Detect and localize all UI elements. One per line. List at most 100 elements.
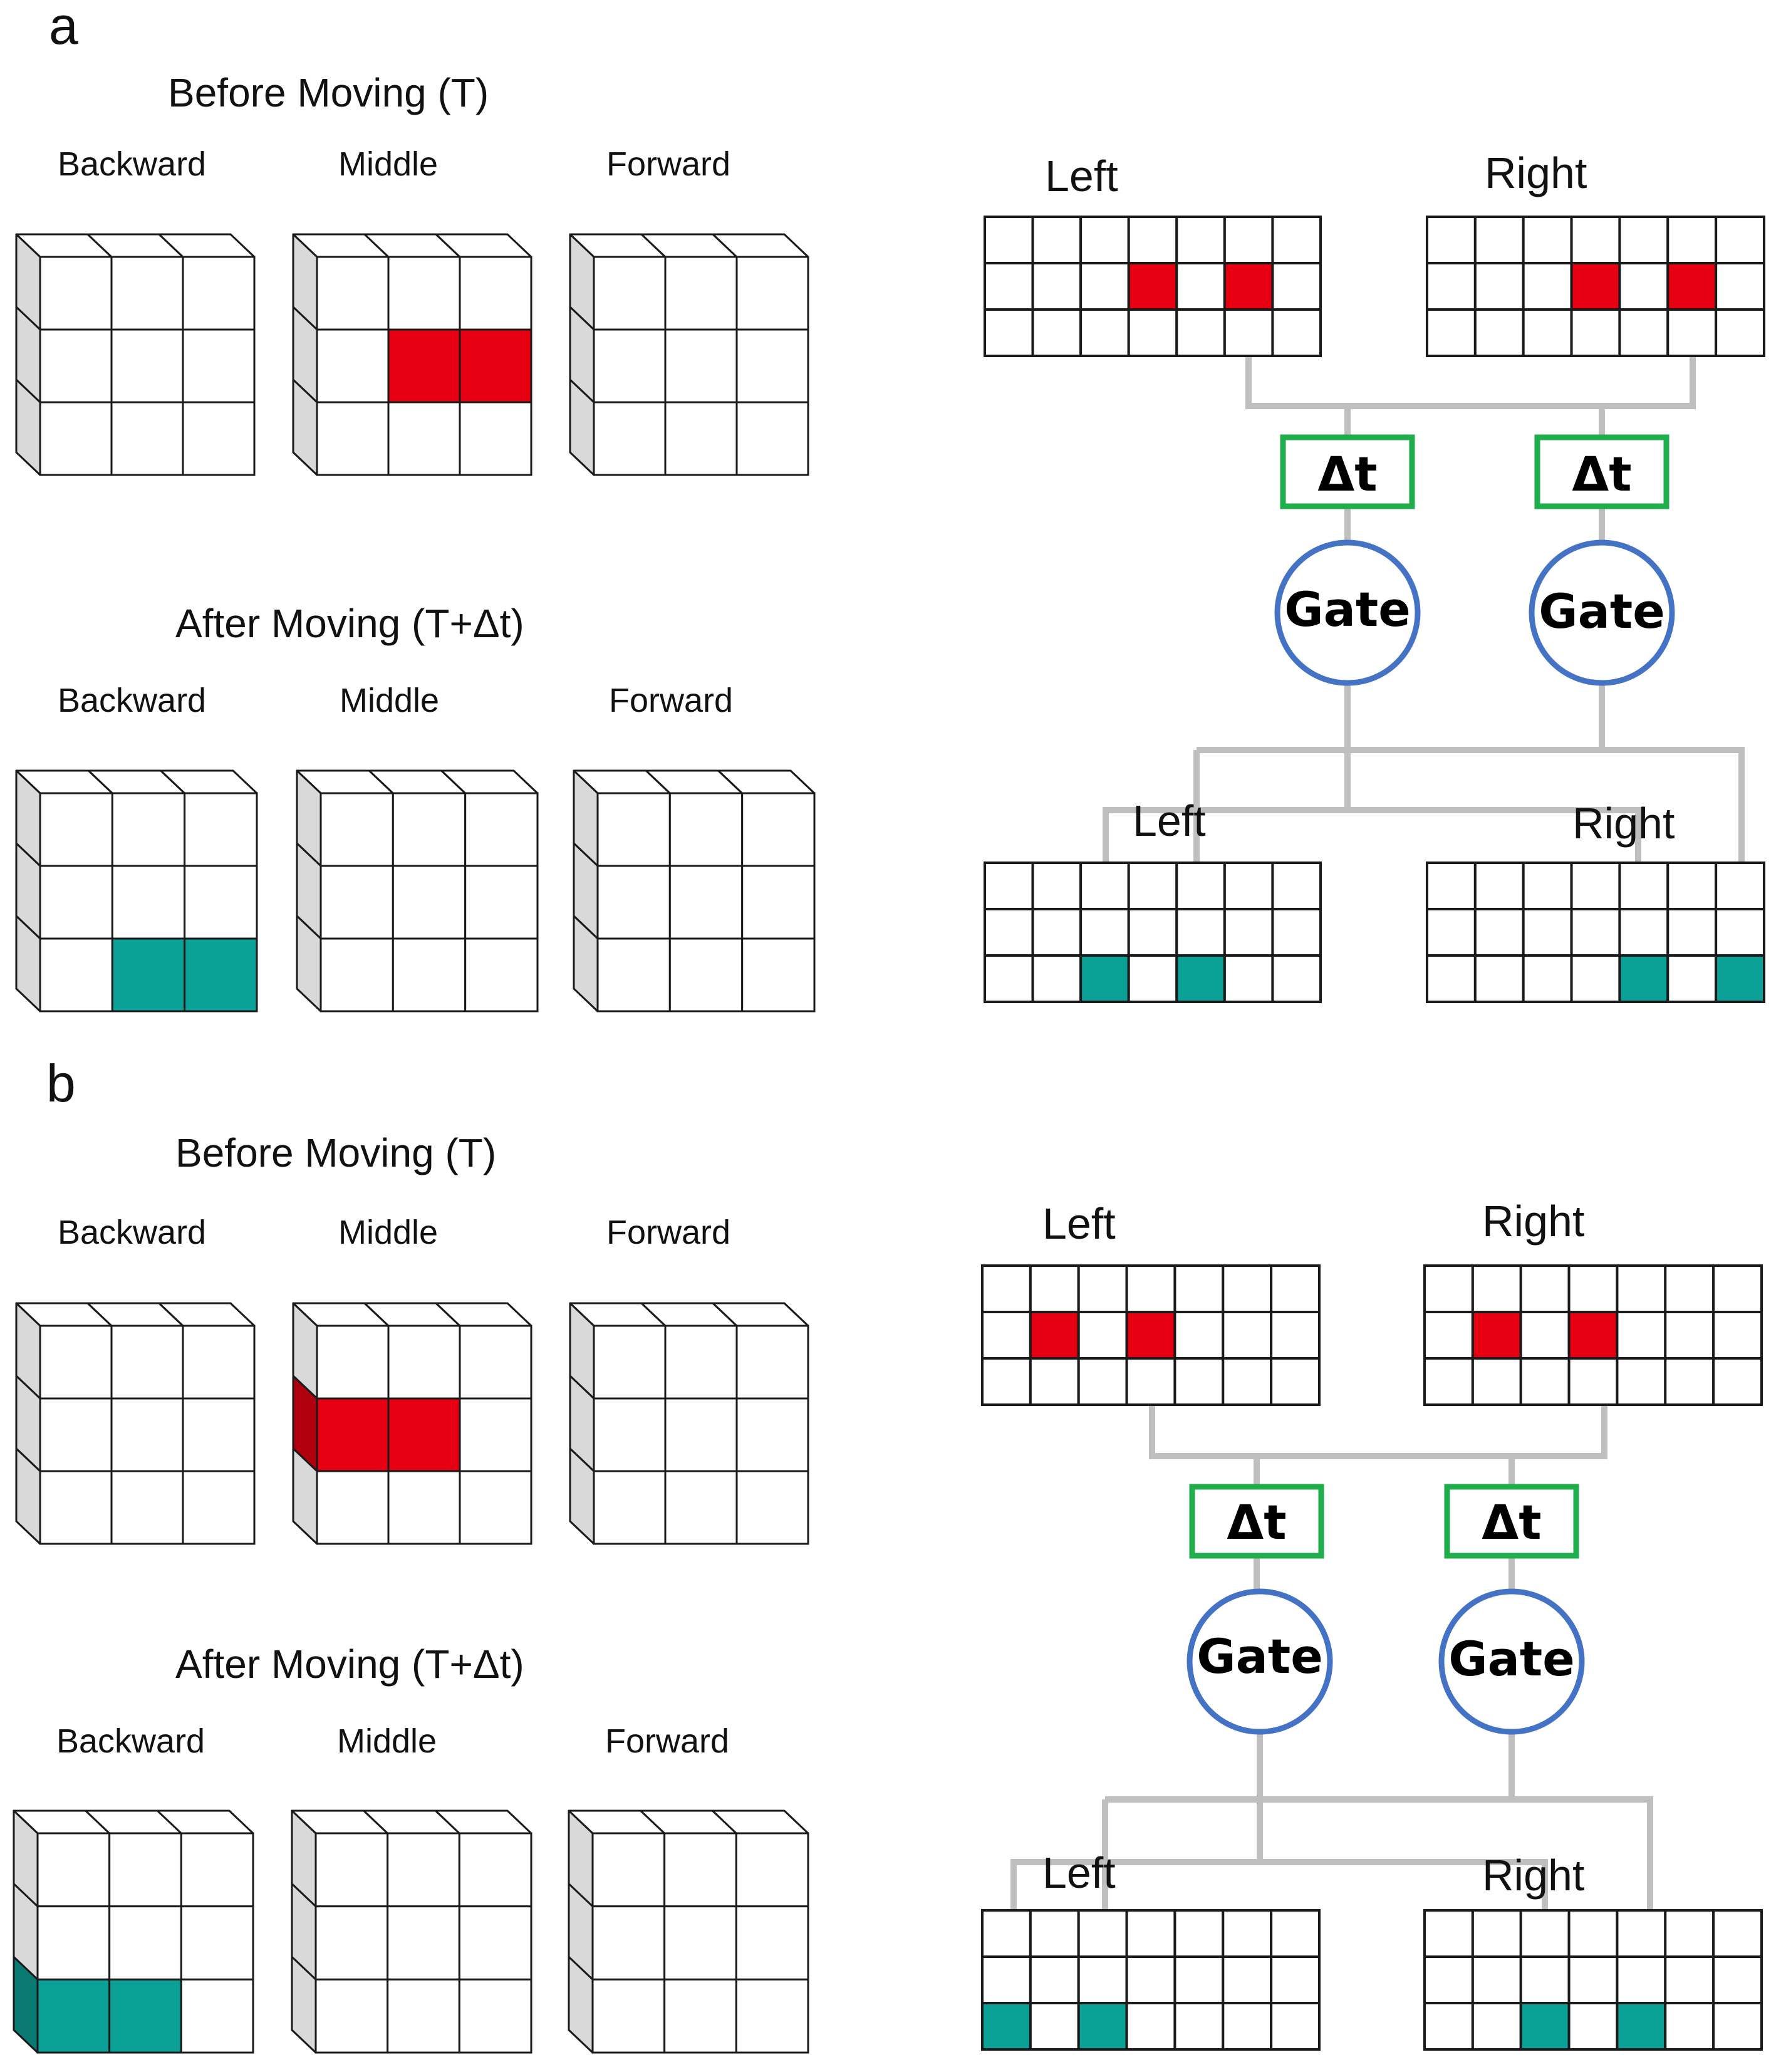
cube-cell xyxy=(387,1325,461,1400)
cube-cell xyxy=(593,328,667,403)
grid-cell xyxy=(1664,1955,1715,2004)
grid-cell xyxy=(1567,1357,1619,1406)
cube-cell xyxy=(182,328,256,403)
grid-cell xyxy=(1077,1357,1128,1406)
cube-cell xyxy=(387,1978,460,2054)
grid-cell-active xyxy=(1567,1311,1619,1360)
grid-cell xyxy=(1175,216,1226,264)
grid-label-left: Left xyxy=(1045,152,1118,200)
cube-cell xyxy=(664,1325,738,1400)
grid-cell xyxy=(1175,262,1226,311)
grid-cell-active xyxy=(1616,2002,1667,2051)
grid-cell xyxy=(984,308,1034,357)
cube-label-backward: Backward xyxy=(58,145,206,183)
grid-cell xyxy=(1222,1264,1273,1313)
grid-cell-active xyxy=(1618,954,1669,1003)
grid-cell xyxy=(1522,862,1573,910)
cube-cell xyxy=(39,328,113,403)
cube-cell xyxy=(108,1832,182,1908)
grid-cell xyxy=(1029,2002,1080,2051)
cube-cell xyxy=(184,865,258,940)
grid-cell xyxy=(1664,1264,1715,1313)
delta-t-label: Δt xyxy=(1572,446,1631,502)
cube-cell xyxy=(664,1470,738,1545)
cube-label-forward: Forward xyxy=(606,145,730,183)
delta-t-label: Δt xyxy=(1482,1494,1541,1550)
cube-cell xyxy=(110,1470,184,1545)
cube-cell xyxy=(735,328,809,403)
cube-cell xyxy=(182,1397,256,1472)
grid-cell xyxy=(1077,1955,1128,2004)
grid-cell xyxy=(1519,1357,1571,1406)
grid-cell xyxy=(984,862,1034,910)
gate-label: Gate xyxy=(1284,581,1411,637)
grid-cell xyxy=(1426,862,1477,910)
grid-cell-active xyxy=(1029,1311,1080,1360)
diagram-shapes xyxy=(13,216,1765,2054)
grid-cell xyxy=(1173,1264,1225,1313)
grid-cell xyxy=(1473,216,1525,264)
cube-backward xyxy=(15,769,258,1013)
grid-cell xyxy=(1029,1909,1080,1958)
grid-cell xyxy=(1666,862,1718,910)
grid-cell xyxy=(1125,2002,1176,2051)
grid-cell xyxy=(981,1955,1032,2004)
grid-cell xyxy=(1616,1955,1667,2004)
cube-cell xyxy=(316,1470,390,1545)
cube-cell-active xyxy=(387,1397,461,1472)
grid-cell xyxy=(981,1264,1032,1313)
grid-cell xyxy=(1031,862,1083,910)
grid-cell xyxy=(984,216,1034,264)
grid-cell xyxy=(1522,262,1573,311)
cube-cell xyxy=(664,1397,738,1472)
grid-top-left xyxy=(981,1264,1321,1406)
grid-cell xyxy=(1522,216,1573,264)
gate-circle xyxy=(1529,539,1675,686)
cube-cell xyxy=(663,1832,737,1908)
grid-label-right: Right xyxy=(1482,1851,1584,1900)
delta-t-box-right xyxy=(1444,1484,1579,1559)
grid-cell xyxy=(1127,216,1178,264)
grid-cell xyxy=(1519,1955,1571,2004)
cube-cell xyxy=(180,1832,254,1908)
cube-middle xyxy=(296,769,539,1013)
grid-label-left: Left xyxy=(1042,1199,1116,1248)
grid-cell xyxy=(1270,1264,1321,1313)
cube-cell xyxy=(110,256,184,331)
grid-top-right xyxy=(1426,216,1765,357)
cube-cell xyxy=(459,1397,532,1472)
grid-cell xyxy=(1426,308,1477,357)
cube-cell xyxy=(319,865,394,940)
grid-cell xyxy=(1173,1955,1225,2004)
grid-cell xyxy=(1031,954,1083,1003)
gate-label: Gate xyxy=(1539,583,1665,639)
cube-cell xyxy=(110,1397,184,1472)
grid-cell xyxy=(1031,308,1083,357)
grid-cell xyxy=(1223,216,1274,264)
grid-cell xyxy=(1031,216,1083,264)
cube-cell xyxy=(387,256,461,331)
grid-cell xyxy=(1471,1909,1522,1958)
cube-cell xyxy=(316,401,390,476)
cube-cell xyxy=(110,401,184,476)
cube-backward xyxy=(13,1809,254,2054)
grid-cell xyxy=(1127,908,1178,957)
grid-cell-active xyxy=(1715,954,1765,1003)
grid-cell xyxy=(1567,1264,1619,1313)
grid-cell xyxy=(1473,308,1525,357)
panel-b: b Before Moving (T) Backward Middle Forw… xyxy=(46,1054,1584,1900)
cube-cell xyxy=(387,1905,460,1981)
grid-cell xyxy=(1715,862,1765,910)
grid-cell xyxy=(1664,2002,1715,2051)
delta-t-label: Δt xyxy=(1227,1494,1286,1550)
grid-cell xyxy=(1223,862,1274,910)
cube-cell xyxy=(110,328,184,403)
gate-label: Gate xyxy=(1448,1631,1575,1687)
grid-cell xyxy=(1175,908,1226,957)
cube-cell xyxy=(387,1470,461,1545)
cube-cell xyxy=(36,1832,111,1908)
grid-cell xyxy=(1616,1311,1667,1360)
grid-cell xyxy=(1522,308,1573,357)
grid-cell xyxy=(1031,908,1083,957)
